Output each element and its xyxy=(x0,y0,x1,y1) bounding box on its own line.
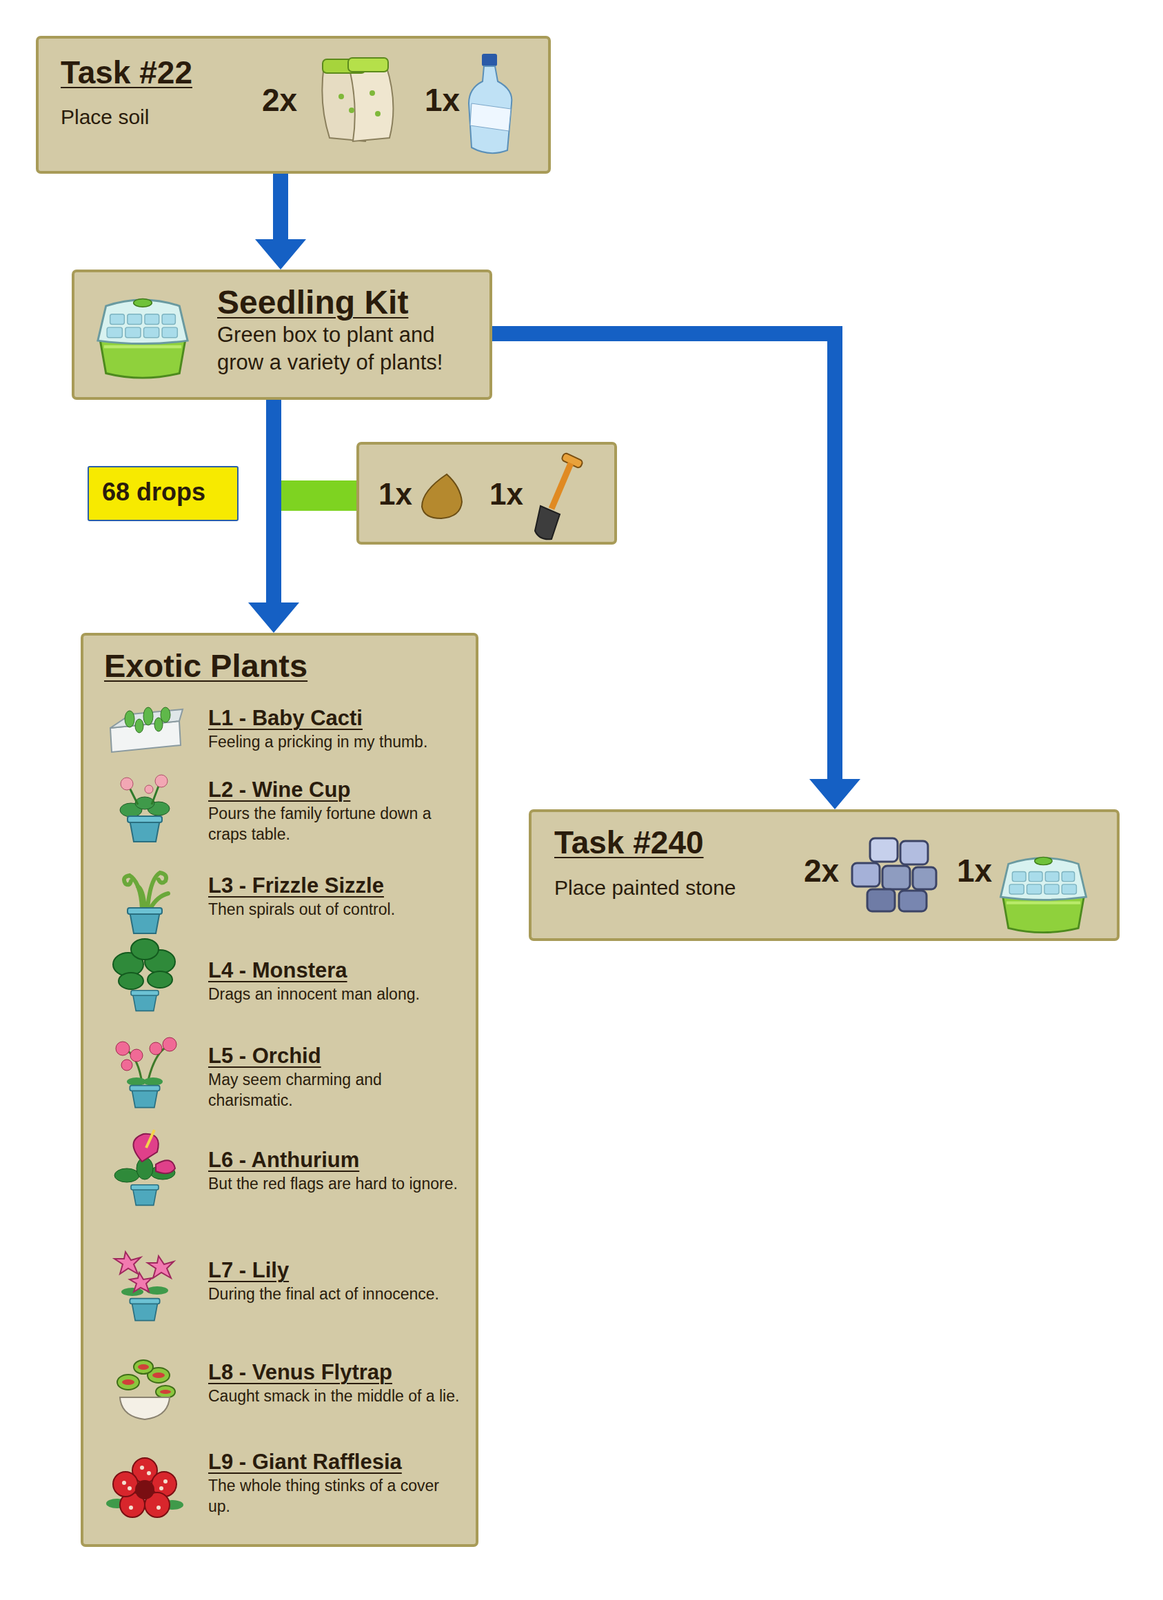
level-title: L9 - Giant Rafflesia xyxy=(208,1449,402,1475)
flow-arrow xyxy=(255,173,307,270)
count: 1x xyxy=(378,475,413,513)
level-title: L2 - Wine Cup xyxy=(208,776,351,803)
plant-icon xyxy=(110,707,183,753)
seedling-kit-icon xyxy=(1000,856,1086,933)
task-desc: Place soil xyxy=(60,104,149,130)
level-desc: Feeling a pricking in my thumb. xyxy=(208,731,464,753)
requirement-box: 1x 1x xyxy=(356,441,618,545)
level-desc: Pours the family fortune down a craps ta… xyxy=(208,803,464,845)
arrow-line xyxy=(492,333,835,780)
item-title: Seedling Kit xyxy=(217,282,409,323)
level-title: L1 - Baby Cacti xyxy=(208,705,363,731)
drops-label: 68 drops xyxy=(102,477,206,507)
plant-icon xyxy=(117,1360,176,1420)
arrow-line xyxy=(266,399,282,603)
arrow-head xyxy=(255,239,307,270)
level-title: L6 - Anthurium xyxy=(208,1147,360,1173)
item-desc: Green box to plant and grow a variety of… xyxy=(217,321,483,377)
arrow-head xyxy=(248,602,300,633)
level-title: L8 - Venus Flytrap xyxy=(208,1359,393,1385)
plant-icon xyxy=(106,1458,184,1518)
level-desc: May seem charming and charismatic. xyxy=(208,1069,464,1111)
seed-icon xyxy=(421,474,462,519)
plant-icon xyxy=(124,872,169,934)
drops-badge: 68 drops xyxy=(87,466,239,522)
water-bottle-icon xyxy=(468,53,512,154)
count: 1x xyxy=(424,81,460,120)
count: 1x xyxy=(956,852,993,891)
count: 2x xyxy=(803,852,839,891)
chain-title: Exotic Plants xyxy=(104,646,308,686)
plant-icon xyxy=(114,1129,176,1206)
level-desc: Drags an innocent man along. xyxy=(208,983,464,1005)
count: 2x xyxy=(261,81,298,120)
task-title: Task #240 xyxy=(554,823,704,862)
task-title: Task #22 xyxy=(60,53,193,92)
count: 1x xyxy=(489,475,524,513)
level-title: L3 - Frizzle Sizzle xyxy=(208,872,384,899)
level-title: L4 - Monstera xyxy=(208,957,348,984)
level-desc: The whole thing stinks of a cover up. xyxy=(208,1475,464,1517)
level-title: L7 - Lily xyxy=(208,1257,289,1283)
shovel-icon xyxy=(534,452,584,540)
level-desc: Then spirals out of control. xyxy=(208,898,464,920)
flow-arrow xyxy=(248,399,300,633)
plant-icon xyxy=(115,1037,177,1108)
flow-arrow xyxy=(492,333,861,810)
level-title: L5 - Orchid xyxy=(208,1043,322,1069)
seedling-kit-icon xyxy=(97,298,188,378)
painted-stone-icon xyxy=(852,838,937,912)
gloves-icon xyxy=(321,57,393,142)
arrow-head xyxy=(809,779,861,810)
plant-icon xyxy=(113,938,176,1011)
plant-icon xyxy=(114,1251,174,1321)
level-desc: But the red flags are hard to ignore. xyxy=(208,1173,464,1195)
task-desc: Place painted stone xyxy=(554,875,737,901)
plant-icon xyxy=(119,774,170,842)
requirement-bar xyxy=(281,480,358,511)
arrow-line xyxy=(272,173,289,240)
level-desc: Caught smack in the middle of a lie. xyxy=(208,1385,464,1407)
level-desc: During the final act of innocence. xyxy=(208,1283,464,1305)
